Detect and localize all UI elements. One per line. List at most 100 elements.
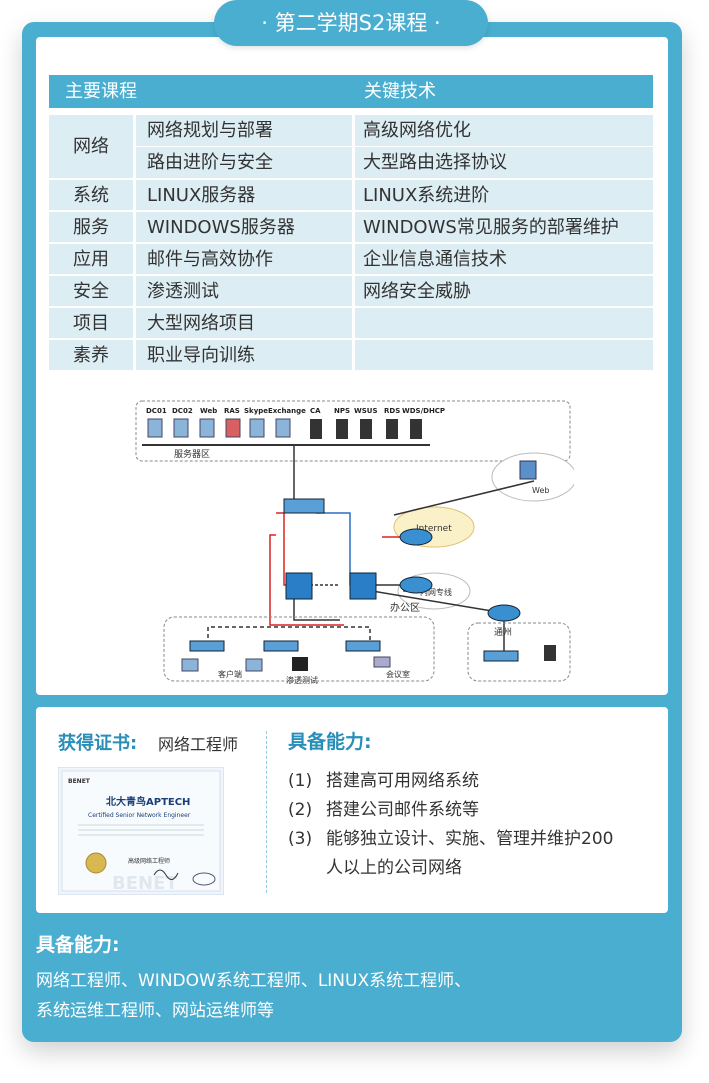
branch-zone-box xyxy=(467,622,571,682)
link xyxy=(371,590,505,614)
course-cell: 邮件与高效协作 xyxy=(136,244,352,274)
network-diagram: DC01 DC02 Web RAS Skype Exchange CA NPS … xyxy=(135,400,574,685)
intranet-label: 内网专线 xyxy=(420,587,452,597)
cert-card: 获得证书: 网络工程师 BENET 北大青鸟APTECH Certified S… xyxy=(36,707,668,913)
server-icon xyxy=(225,418,241,438)
server-icon xyxy=(275,418,291,438)
core-switch-icon xyxy=(349,572,377,600)
cert-brand: BENET xyxy=(68,778,91,785)
course-cell: WINDOWS服务器 xyxy=(136,212,352,242)
career-text: 网络工程师、WINDOW系统工程师、LINUX系统工程师、 系统运维工程师、网站… xyxy=(36,966,656,1026)
router-icon xyxy=(399,576,433,594)
category-cell: 安全 xyxy=(49,276,133,306)
pc-icon xyxy=(181,658,199,672)
internet-label: Internet xyxy=(416,524,452,534)
course-cell: 路由进阶与安全 xyxy=(136,147,352,178)
cert-text-lines xyxy=(78,824,204,836)
category-cell: 素养 xyxy=(49,340,133,370)
cert-stamp xyxy=(192,872,216,886)
web-label: Web xyxy=(532,486,549,495)
server-icon xyxy=(386,419,398,439)
server-icon xyxy=(249,418,265,438)
item-text: 搭建高可用网络系统 xyxy=(326,771,479,791)
server-icon xyxy=(310,419,322,439)
switch-icon xyxy=(263,640,299,652)
category-cell: 应用 xyxy=(49,244,133,274)
switch-icon xyxy=(189,640,225,652)
pc-icon xyxy=(292,657,308,671)
tech-cell xyxy=(355,340,653,370)
laptop-icon xyxy=(373,656,391,668)
course-cell: LINUX服务器 xyxy=(136,180,352,210)
server-icon xyxy=(336,419,348,439)
link xyxy=(269,534,344,626)
server-icons xyxy=(147,418,422,439)
office-zone-box xyxy=(163,616,435,682)
branch-label: 通州 xyxy=(494,627,512,638)
server-icon xyxy=(410,419,422,439)
item-number: (3) xyxy=(288,829,313,849)
tech-cell: LINUX系统进阶 xyxy=(355,180,653,210)
server-label: NPS xyxy=(334,407,350,415)
header-courses: 主要课程 xyxy=(65,81,137,102)
server-label: CA xyxy=(310,407,321,415)
server-icon xyxy=(147,418,163,438)
server-label: Exchange xyxy=(268,407,306,415)
client-label: 客户端 xyxy=(218,669,242,679)
office-label: 办公区 xyxy=(390,601,420,614)
cert-watermark: BENET xyxy=(112,873,178,894)
tech-cell: 网络安全威胁 xyxy=(355,276,653,306)
server-label: Web xyxy=(200,407,217,415)
category-cell: 项目 xyxy=(49,308,133,338)
ability-title: 具备能力: xyxy=(288,731,372,753)
server-labels: DC01 DC02 Web RAS Skype Exchange CA NPS … xyxy=(146,407,445,415)
course-card: 主要课程 关键技术 网络 网络规划与部署 高级网络优化 路由进阶与安全 大型路由… xyxy=(36,37,668,695)
tech-cell xyxy=(355,308,653,338)
server-label: RAS xyxy=(224,407,240,415)
item-number: (2) xyxy=(288,800,313,820)
category-cell: 网络 xyxy=(49,115,133,178)
link xyxy=(207,626,371,645)
table-header: 主要课程 关键技术 xyxy=(49,75,653,108)
router-icon xyxy=(487,604,521,622)
server-icon xyxy=(199,418,215,438)
server-label: DC01 xyxy=(146,407,167,415)
career-line: 系统运维工程师、网站运维师等 xyxy=(36,1001,274,1021)
switch-icon xyxy=(483,650,519,662)
ability-list: (1) 搭建高可用网络系统 (2) 搭建公司邮件系统等 (3) 能够独立设计、实… xyxy=(288,767,630,883)
web-server-icon xyxy=(519,460,537,480)
cert-signature xyxy=(153,869,179,880)
category-cell: 系统 xyxy=(49,180,133,210)
divider xyxy=(266,731,267,893)
server-label: WDS/DHCP xyxy=(402,407,445,415)
server-zone-label: 服务器区 xyxy=(174,448,210,460)
cert-title: 北大青鸟APTECH xyxy=(106,795,190,808)
pentest-label: 渗透测试 xyxy=(286,675,318,685)
server-label: RDS xyxy=(384,407,400,415)
server-icon xyxy=(360,419,372,439)
meeting-label: 会议室 xyxy=(386,669,410,679)
router-icon xyxy=(399,528,433,546)
server-icon xyxy=(173,418,189,438)
section-title: · 第二学期S2课程 · xyxy=(214,0,488,46)
cert-value: 网络工程师 xyxy=(158,735,239,754)
routers xyxy=(399,528,521,622)
cert-seal xyxy=(85,852,107,874)
pc-icon xyxy=(245,658,263,672)
tech-cell: 企业信息通信技术 xyxy=(355,244,653,274)
tech-cell: WINDOWS常见服务的部署维护 xyxy=(355,212,653,242)
course-cell: 大型网络项目 xyxy=(136,308,352,338)
link xyxy=(393,480,535,516)
list-item: (3) 能够独立设计、实施、管理并维护200人以上的公司网络 xyxy=(288,825,630,883)
career-title: 具备能力: xyxy=(36,934,120,956)
career-line: 网络工程师、WINDOW系统工程师、LINUX系统工程师、 xyxy=(36,971,472,991)
cert-label: 获得证书: xyxy=(58,733,138,754)
switch-icon xyxy=(345,640,381,652)
server-icon xyxy=(544,645,556,661)
core-switch-icon xyxy=(285,572,313,600)
item-text: 搭建公司邮件系统等 xyxy=(326,800,479,820)
header-techs: 关键技术 xyxy=(364,81,436,102)
course-cell: 网络规划与部署 xyxy=(136,115,352,146)
course-cell: 渗透测试 xyxy=(136,276,352,306)
item-text: 能够独立设计、实施、管理并维护200人以上的公司网络 xyxy=(326,829,614,878)
